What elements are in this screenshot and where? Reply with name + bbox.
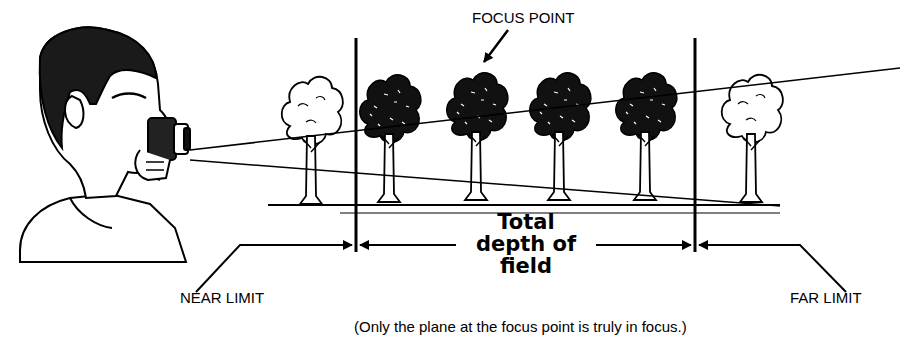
far-limit-label: FAR LIMIT (790, 289, 862, 306)
focus-point-label: FOCUS POINT (472, 9, 575, 26)
caption: (Only the plane at the focus point is tr… (354, 318, 687, 335)
near-limit-label: NEAR LIMIT (180, 289, 264, 306)
depth-of-field-label: Total depth of field (470, 211, 582, 277)
